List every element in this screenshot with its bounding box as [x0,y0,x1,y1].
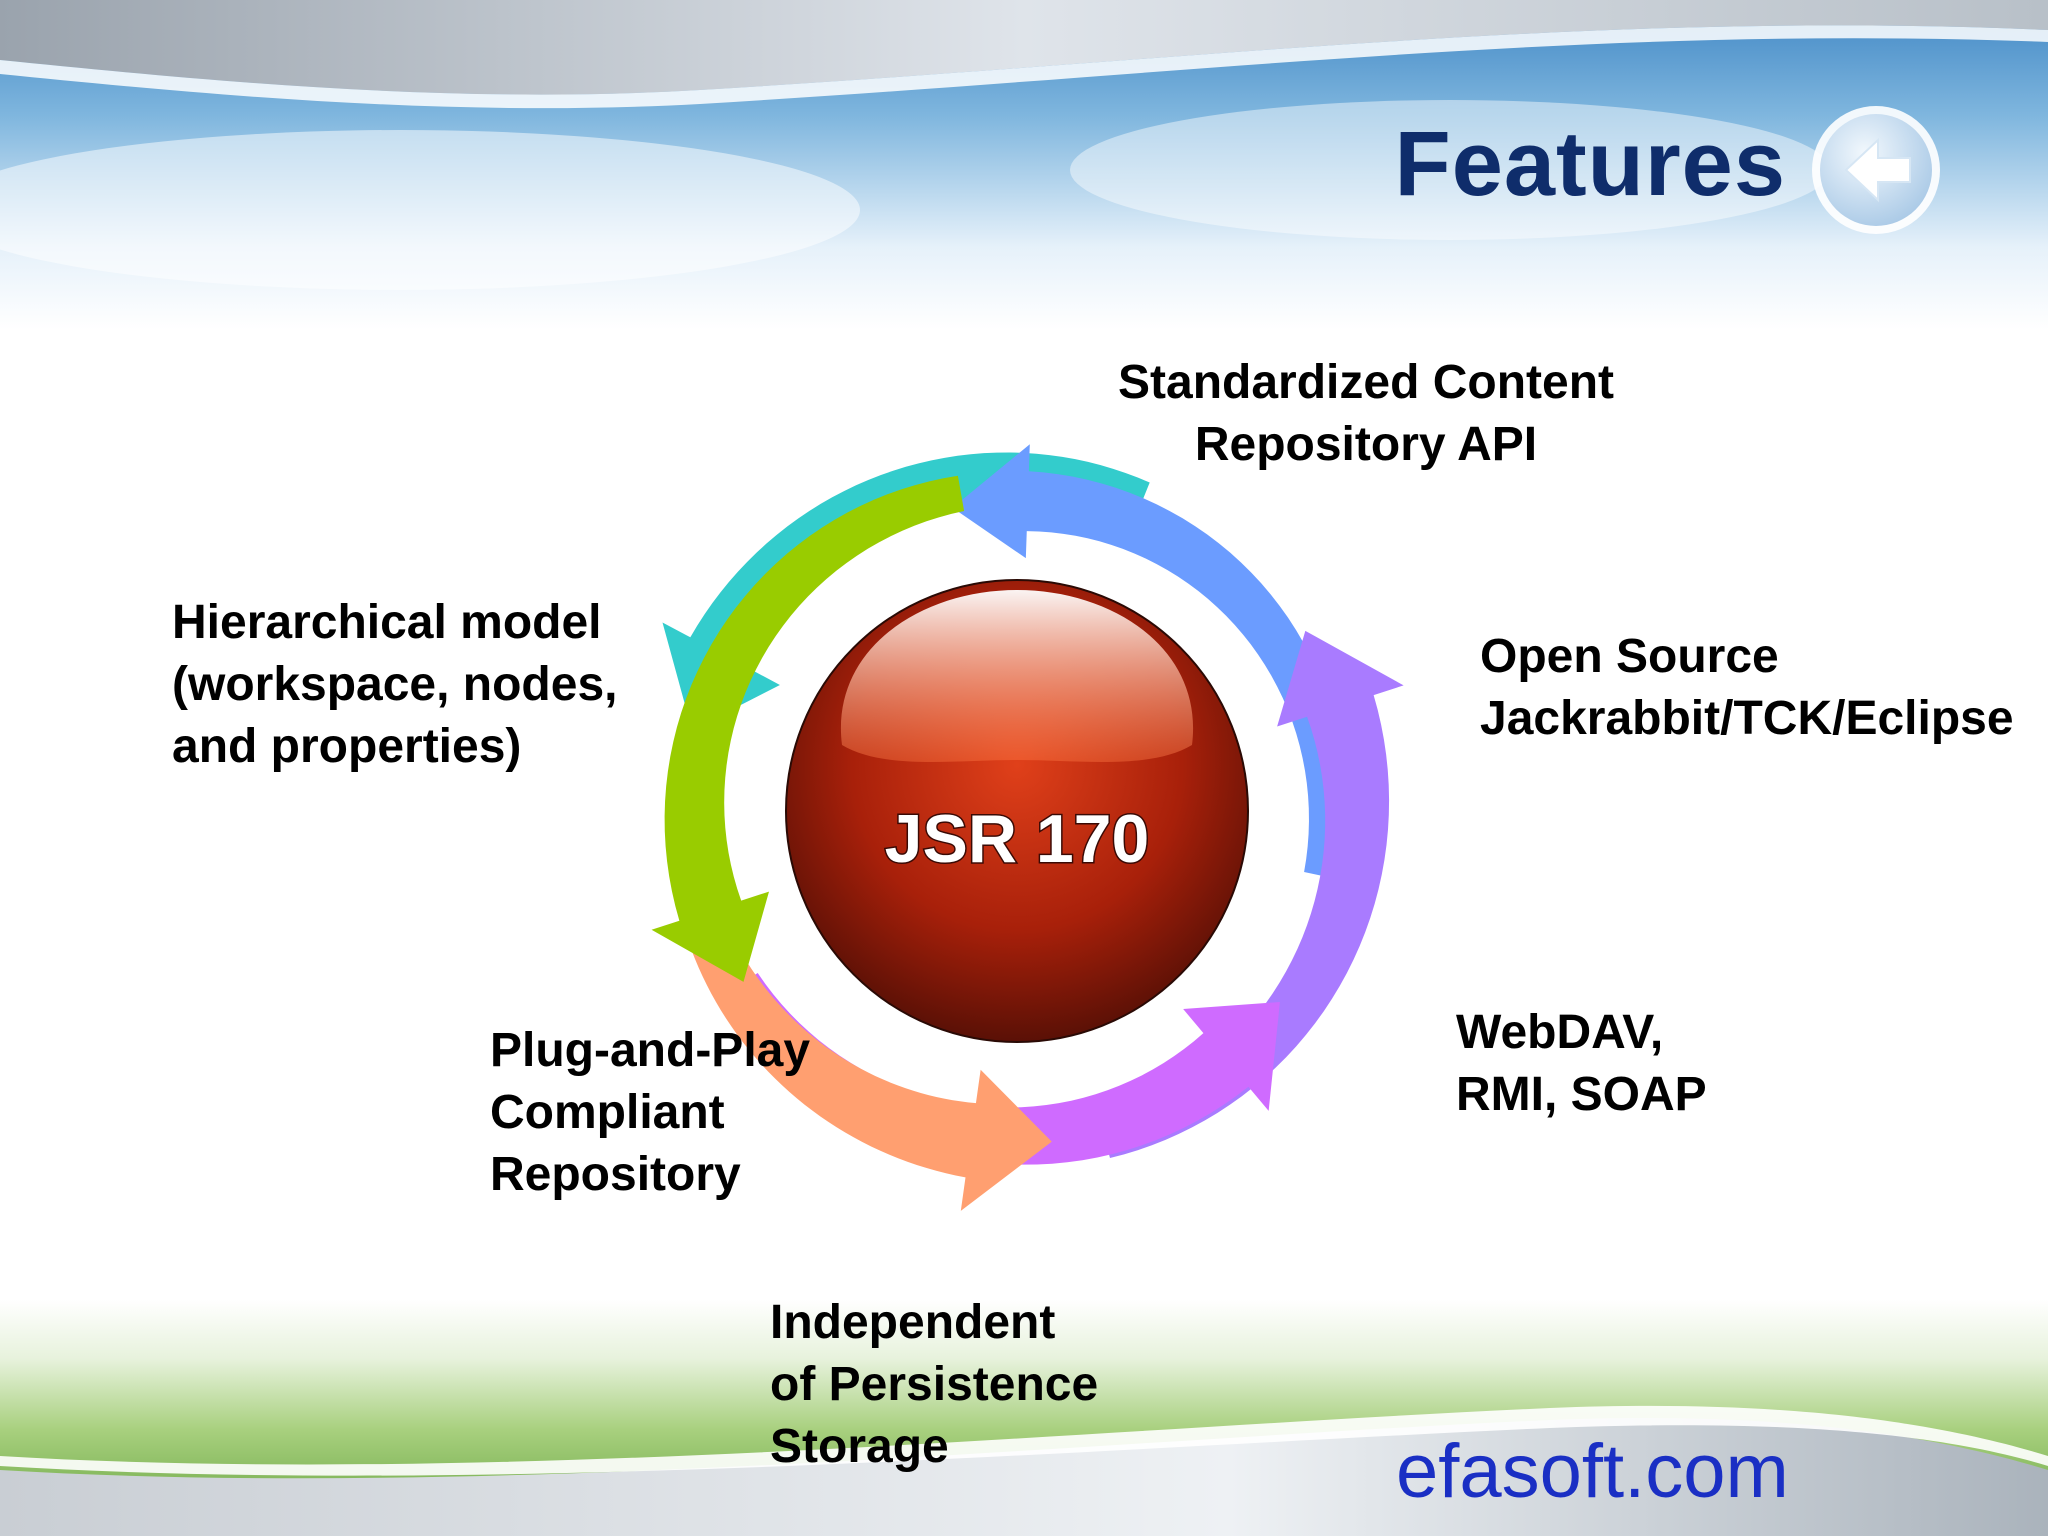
feature-line: Jackrabbit/TCK/Eclipse [1480,692,2014,745]
feature-line: Plug-and-Play [490,1024,811,1077]
arrow-violet [1100,630,1404,1159]
feature-line: (workspace, nodes, [172,658,618,711]
sphere-highlight [840,590,1194,762]
brand-link[interactable]: efasoft.com [1396,1429,1789,1514]
arrow-orange [685,917,1052,1211]
feature-line: Standardized Content [1118,356,1615,409]
feature-line: Storage [770,1420,949,1473]
feature-webdav: WebDAV, RMI, SOAP [1456,1002,1707,1126]
feature-standardized-api: Standardized Content Repository API [1118,352,1614,476]
feature-line: Repository API [1194,418,1538,471]
feature-line: Hierarchical model [172,596,602,649]
feature-line: WebDAV, [1456,1006,1664,1059]
feature-line: Repository [490,1148,741,1201]
feature-plug-and-play: Plug-and-Play Compliant Repository [490,1020,810,1206]
feature-line: Compliant [490,1086,725,1139]
slide-title: Features [1394,113,1786,215]
feature-line: Independent [770,1296,1056,1349]
arrow-blue [952,444,1346,879]
swirl-arrows [651,444,1404,1211]
feature-independent-storage: Independent of Persistence Storage [770,1292,1098,1478]
feature-line: RMI, SOAP [1456,1068,1707,1121]
back-arrow-button[interactable] [1806,100,1946,240]
arrow-left-icon [1844,137,1911,203]
feature-hierarchical-model: Hierarchical model (workspace, nodes, an… [172,592,617,778]
feature-line: Open Source [1480,630,1779,683]
feature-line: of Persistence [770,1358,1099,1411]
arrow-green [651,475,965,982]
feature-line: and properties) [172,720,522,773]
center-label: JSR 170 [885,801,1150,877]
feature-open-source: Open Source Jackrabbit/TCK/Eclipse [1480,626,2014,750]
